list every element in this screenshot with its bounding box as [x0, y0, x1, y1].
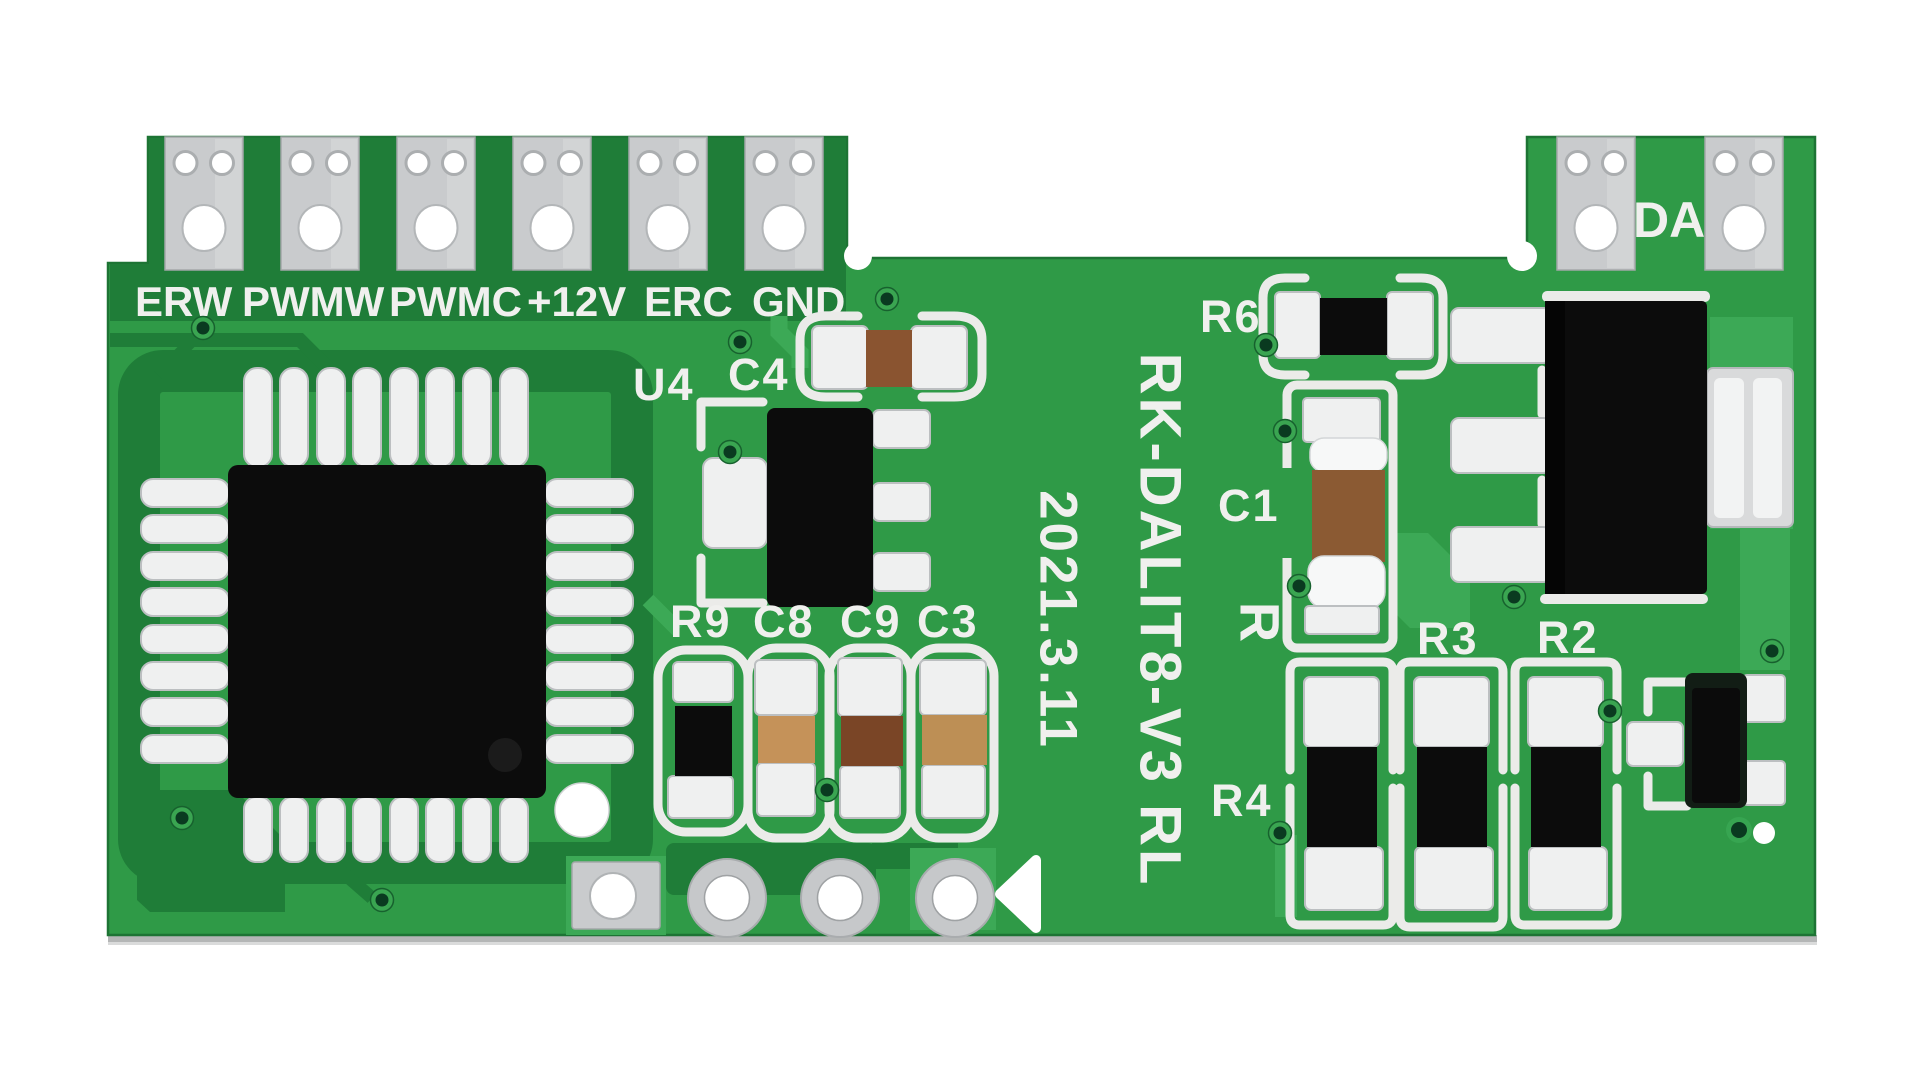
label-c1: C1	[1218, 480, 1280, 531]
label-erw: ERW	[135, 278, 233, 325]
via	[169, 805, 195, 831]
qfp-body	[228, 465, 546, 798]
r6-body	[1320, 298, 1387, 355]
terminal-pad-pwmc	[395, 135, 477, 272]
r9-body	[675, 706, 732, 776]
board-notch-left	[844, 242, 872, 270]
qfp-pin1-dot	[488, 738, 522, 772]
terminal-trace-band	[149, 138, 846, 321]
via	[1286, 573, 1312, 599]
u4-body	[767, 408, 873, 607]
via	[814, 777, 840, 803]
terminal-pad-gnd	[743, 135, 825, 272]
via	[1272, 418, 1298, 444]
u4-silkscreen	[696, 397, 768, 608]
hole-plain	[554, 782, 610, 838]
resistor-row	[1285, 657, 1622, 932]
r4-body	[1307, 747, 1377, 847]
transistor	[1626, 673, 1786, 844]
via	[717, 439, 743, 465]
label-c9: C9	[840, 596, 902, 647]
label-12v: +12V	[527, 278, 626, 325]
c9-body	[841, 716, 903, 766]
label-c3: C3	[917, 596, 979, 647]
c1-body	[1312, 470, 1385, 562]
label-r-mark: R	[1229, 602, 1292, 642]
label-pwmc: PWMC	[389, 278, 522, 325]
via	[874, 286, 900, 312]
c3-body	[922, 715, 987, 765]
terminal-pad-erw	[163, 135, 245, 272]
mount-holes	[571, 858, 995, 938]
board-shadow-soft	[108, 942, 1817, 945]
r2-body	[1531, 747, 1601, 847]
terminal-pad-da1	[1555, 135, 1637, 272]
label-r4: R4	[1211, 775, 1273, 826]
terminal-pad-pwmw	[279, 135, 361, 272]
r3-body	[1417, 747, 1487, 847]
terminal-pad-da2	[1703, 135, 1785, 272]
label-pwmw: PWMW	[242, 278, 385, 325]
terminal-trace-band-left	[110, 264, 155, 321]
label-r6: R6	[1200, 291, 1262, 342]
via	[369, 887, 395, 913]
via	[1253, 332, 1279, 358]
trace-6	[642, 594, 684, 636]
power-ic-body	[1545, 301, 1707, 594]
r6-resistor	[1258, 273, 1448, 380]
qfp-trace-ring	[118, 350, 653, 884]
board-shadow	[108, 935, 1817, 942]
label-c8: C8	[753, 596, 815, 647]
via	[1267, 820, 1293, 846]
c1-capacitor	[1280, 380, 1398, 653]
via	[1501, 584, 1527, 610]
caps-row	[653, 643, 999, 843]
c8-body	[758, 716, 815, 763]
label-da: DA	[1633, 192, 1705, 248]
label-model: RK-DALIT8-V3 RL	[1128, 353, 1193, 888]
u4-ic	[696, 397, 931, 608]
board-notch-right	[1507, 241, 1537, 271]
power-ic	[1450, 291, 1794, 604]
via	[190, 315, 216, 341]
label-date: 2021.3.11	[1029, 490, 1088, 750]
via	[1759, 638, 1785, 664]
arrow-marker	[995, 855, 1041, 933]
label-r3: R3	[1417, 613, 1479, 664]
label-c4: C4	[728, 349, 790, 400]
terminal-pad-erc	[627, 135, 709, 272]
c4-capacitor	[795, 311, 987, 402]
via	[1597, 698, 1623, 724]
qfp-ic	[140, 367, 634, 863]
terminal-pad-12v	[511, 135, 593, 272]
label-r9: R9	[670, 596, 732, 647]
via	[727, 329, 753, 355]
label-u4: U4	[633, 359, 695, 410]
trace-4	[285, 863, 377, 903]
label-erc: ERC	[644, 278, 733, 325]
label-r2: R2	[1537, 612, 1599, 663]
